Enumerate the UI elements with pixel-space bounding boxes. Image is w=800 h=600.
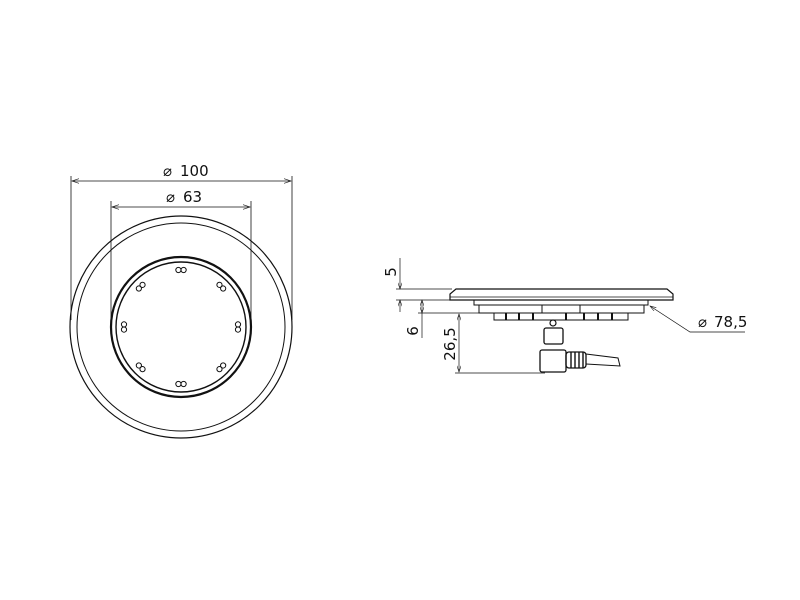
dim-label-78-5: 78,5 [714, 313, 747, 331]
led-hole [180, 380, 187, 388]
angled-connector [539, 349, 567, 373]
led-hole [220, 362, 227, 369]
led-hole [220, 285, 227, 292]
cable [585, 353, 621, 367]
dim-diameter-symbol: ⌀ [698, 313, 707, 331]
dim-diameter-symbol: ⌀ [163, 162, 172, 180]
led-hole [175, 266, 182, 274]
led-hole [216, 366, 223, 373]
led-hole [234, 321, 242, 328]
housing-body [478, 304, 645, 314]
leader-78-5 [650, 306, 745, 333]
dim-label-100: 100 [180, 162, 209, 180]
lens-outer-circle [109, 255, 253, 399]
led-hole [120, 326, 128, 333]
led-holes [120, 266, 242, 388]
led-hole [120, 321, 128, 328]
led-hole [216, 281, 223, 288]
connector-nut [543, 327, 564, 345]
dim-label-63: 63 [183, 188, 202, 206]
dim-label-26-5: 26,5 [441, 327, 459, 360]
cable-gland [565, 351, 587, 369]
front-plate [449, 288, 674, 301]
led-hole [234, 326, 242, 333]
dim-label-5: 5 [382, 267, 400, 277]
led-hole [180, 266, 187, 274]
led-hole [135, 362, 142, 369]
dim-label-6: 6 [404, 326, 422, 336]
led-hole [139, 366, 146, 373]
dim-diameter-symbol: ⌀ [166, 188, 175, 206]
housing-ribs [493, 312, 629, 321]
lens-inner-circle [115, 261, 247, 393]
led-hole [135, 285, 142, 292]
side-view: 5 6 26,5 ⌀ 78,5 [382, 258, 747, 374]
housing-flange [473, 299, 649, 306]
led-hole [175, 380, 182, 388]
led-hole [139, 281, 146, 288]
outer-rim-circle [69, 215, 293, 439]
rim-inner-circle [76, 222, 286, 432]
top-view: ⌀ 100 ⌀ 63 [69, 162, 293, 439]
